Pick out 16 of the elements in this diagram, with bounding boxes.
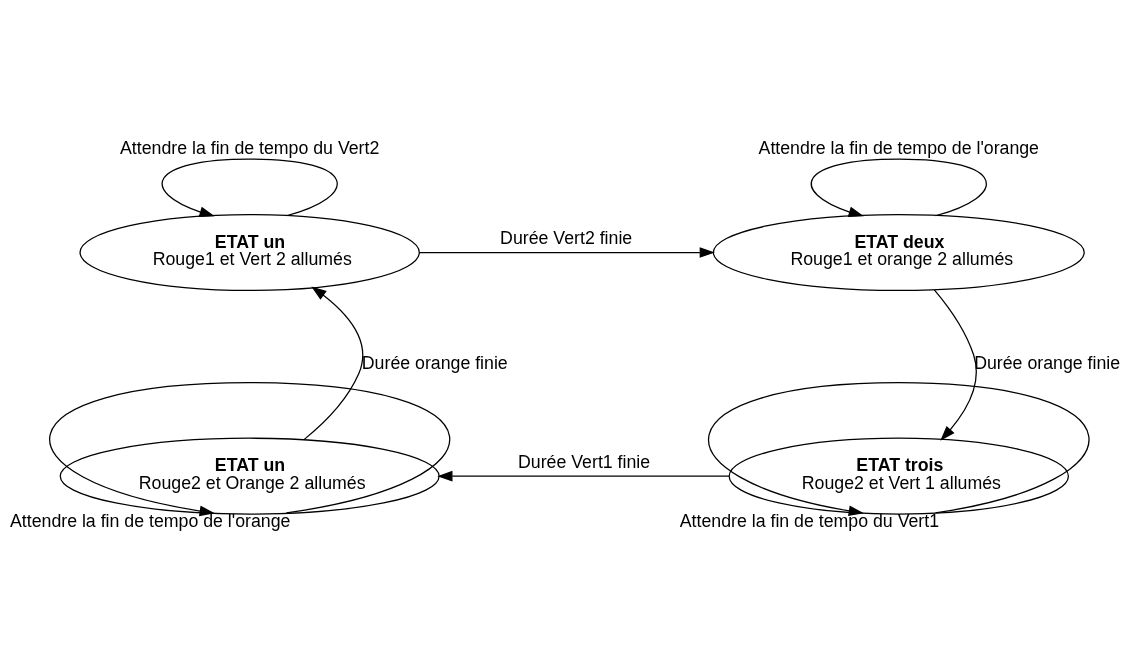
edge-label: Durée orange finie [974, 352, 1121, 373]
edge-label: Durée orange finie [361, 352, 508, 373]
arrow [161, 157, 338, 217]
edge-label: Durée Vert1 finie [518, 451, 651, 472]
edge-label: Attendre la fin de tempo du Vert2 [120, 137, 380, 158]
node-ellipse: ETAT un Rouge1 et Vert 2 allumés [79, 213, 420, 291]
arrow [437, 470, 730, 481]
arrow [810, 157, 987, 217]
arrow [418, 246, 715, 258]
arrow [708, 381, 1090, 516]
arrow [303, 285, 364, 440]
arrow [933, 288, 977, 441]
arrow [49, 381, 451, 516]
node-ellipse: ETAT deux Rouge1 et orange 2 allumés [712, 213, 1085, 291]
edge-label: Durée Vert2 finie [500, 227, 633, 248]
edge-label: Attendre la fin de tempo de l'orange [758, 137, 1039, 158]
